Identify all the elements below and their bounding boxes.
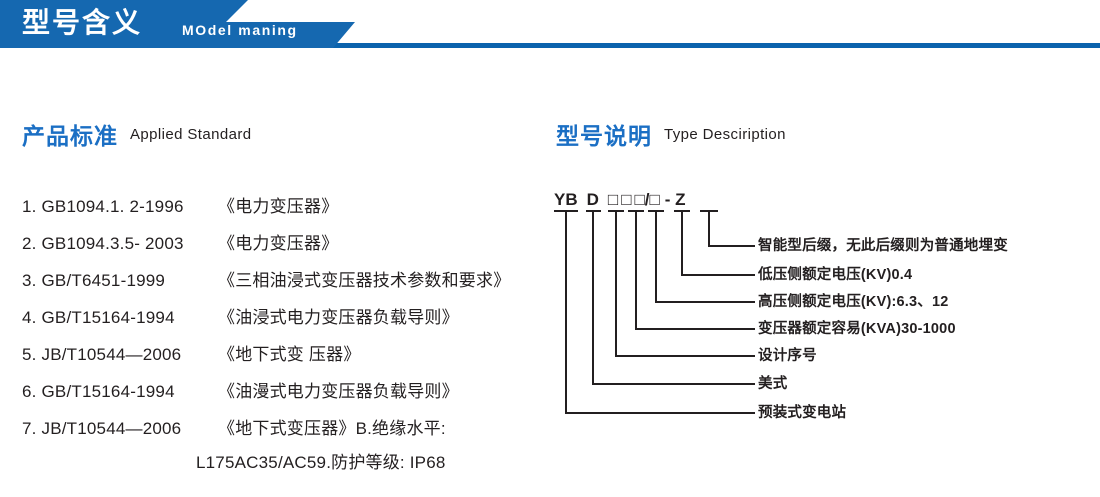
standard-code: 6. GB/T15164-1994 — [22, 382, 175, 401]
page-header-banner: 型号含义 MOdel maning — [0, 0, 1100, 56]
list-item: 2. GB1094.3.5- 2003 《电力变压器》 — [22, 229, 542, 266]
standard-code: 2. GB1094.3.5- 2003 — [22, 234, 184, 253]
header-title-en: MOdel maning — [182, 22, 298, 38]
standard-name: 《三相油浸式变压器技术参数和要求》 — [218, 271, 511, 290]
standard-name: 《油漫式电力变压器负载导则》 — [218, 382, 459, 401]
standard-name: 《地下式变压器》B.绝缘水平: — [218, 419, 446, 438]
standard-code: 7. JB/T10544—2006 — [22, 419, 182, 438]
leader-label-prefab-substation: 预装式变电站 — [758, 405, 847, 421]
standard-name: 《电力变压器》 — [218, 197, 339, 216]
header-rule — [0, 43, 1100, 48]
code-segment-box2: □ — [621, 190, 632, 209]
list-item: 3. GB/T6451-1999 《三相油浸式变压器技术参数和要求》 — [22, 266, 542, 303]
header-title-cn: 型号含义 — [22, 7, 143, 38]
leader-label-hv-rated-voltage: 高压侧额定电压(KV):6.3、12 — [758, 294, 949, 310]
standard-code: 3. GB/T6451-1999 — [22, 271, 166, 290]
section-heading-cn: 产品标准 — [22, 123, 118, 149]
section-heading-en: Applied Standard — [130, 125, 252, 143]
list-item: 1. GB1094.1. 2-1996 《电力变压器》 — [22, 192, 542, 229]
leader-label-rated-capacity: 变压器额定容易(KVA)30-1000 — [758, 321, 956, 337]
list-item: 6. GB/T15164-1994 《油漫式电力变压器负载导则》 — [22, 377, 542, 414]
list-item: 5. JB/T10544—2006 《地下式变 压器》 — [22, 340, 542, 377]
section-heading-cn: 型号说明 — [556, 123, 652, 149]
standard-name: 《地下式变 压器》 — [218, 345, 361, 364]
section-heading-type-description: 型号说明 Type Desciription — [556, 117, 786, 151]
standards-list: 1. GB1094.1. 2-1996 《电力变压器》 2. GB1094.3.… — [22, 192, 542, 451]
standard-name: 《油浸式电力变压器负载导则》 — [218, 308, 459, 327]
list-item: 4. GB/T15164-1994 《油浸式电力变压器负载导则》 — [22, 303, 542, 340]
leader-label-design-serial: 设计序号 — [758, 348, 817, 364]
leader-label-intelligent-suffix: 智能型后缀，无此后缀则为普通地埋变 — [758, 238, 1008, 254]
standard-name: 《电力变压器》 — [218, 234, 339, 253]
leader-lines — [554, 210, 755, 414]
code-segment-slash-box: /□ — [644, 190, 660, 209]
section-heading-applied-standard: 产品标准 Applied Standard — [22, 117, 252, 151]
code-segment-box3: □ — [634, 190, 645, 209]
standard-code: 5. JB/T10544—2006 — [22, 345, 182, 364]
section-heading-en: Type Desciription — [664, 125, 786, 143]
leader-label-american-type: 美式 — [758, 376, 788, 392]
code-segment-d: D — [586, 190, 599, 209]
code-segment-yb: YB — [554, 190, 578, 209]
standard-code: 4. GB/T15164-1994 — [22, 308, 175, 327]
standards-continuation-line: L175AC35/AC59.防护等级: IP68 — [196, 453, 446, 472]
list-item: 7. JB/T10544—2006 《地下式变压器》B.绝缘水平: — [22, 414, 542, 451]
code-segment-z: - Z — [664, 190, 686, 209]
leader-label-lv-rated-voltage: 低压侧额定电压(KV)0.4 — [758, 267, 913, 283]
code-segment-box1: □ — [607, 190, 619, 209]
standard-code: 1. GB1094.1. 2-1996 — [22, 197, 184, 216]
